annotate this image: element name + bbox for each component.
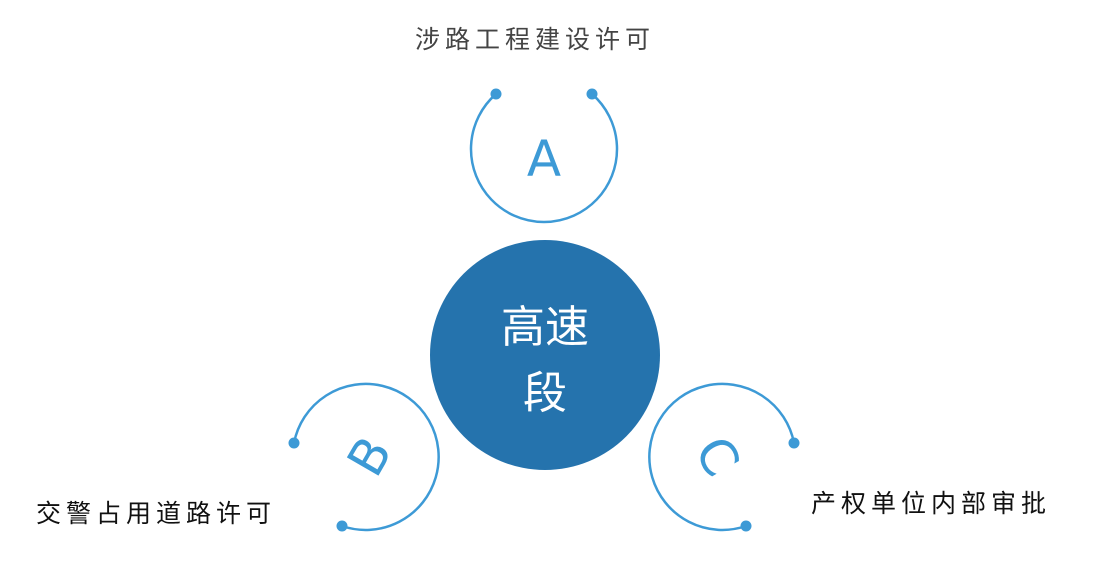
node-a-letter: A <box>527 130 561 188</box>
node-c: C <box>648 382 800 532</box>
node-c-endpoint-top <box>788 437 800 449</box>
node-b-letter: B <box>336 427 403 486</box>
node-a-label: 涉路工程建设许可 <box>415 25 656 54</box>
node-b-endpoint-bottom <box>336 520 348 532</box>
node-c-endpoint-bottom <box>740 520 752 532</box>
node-c-label: 产权单位内部审批 <box>811 489 1052 518</box>
node-a: A <box>469 88 619 224</box>
node-c-ring <box>648 382 796 532</box>
center-text-line-2: 段 <box>523 368 567 419</box>
center-circle <box>430 240 660 470</box>
center-text-line-1: 高速 <box>501 302 589 353</box>
node-c-letter: C <box>683 427 751 486</box>
node-a-ring <box>469 93 619 224</box>
node-b: B <box>288 382 440 532</box>
node-a-endpoint-right <box>586 88 598 100</box>
node-a-endpoint-left <box>490 88 502 100</box>
node-b-label: 交警占用道路许可 <box>36 499 277 528</box>
node-b-endpoint-top <box>288 437 300 449</box>
node-b-ring <box>292 382 440 532</box>
